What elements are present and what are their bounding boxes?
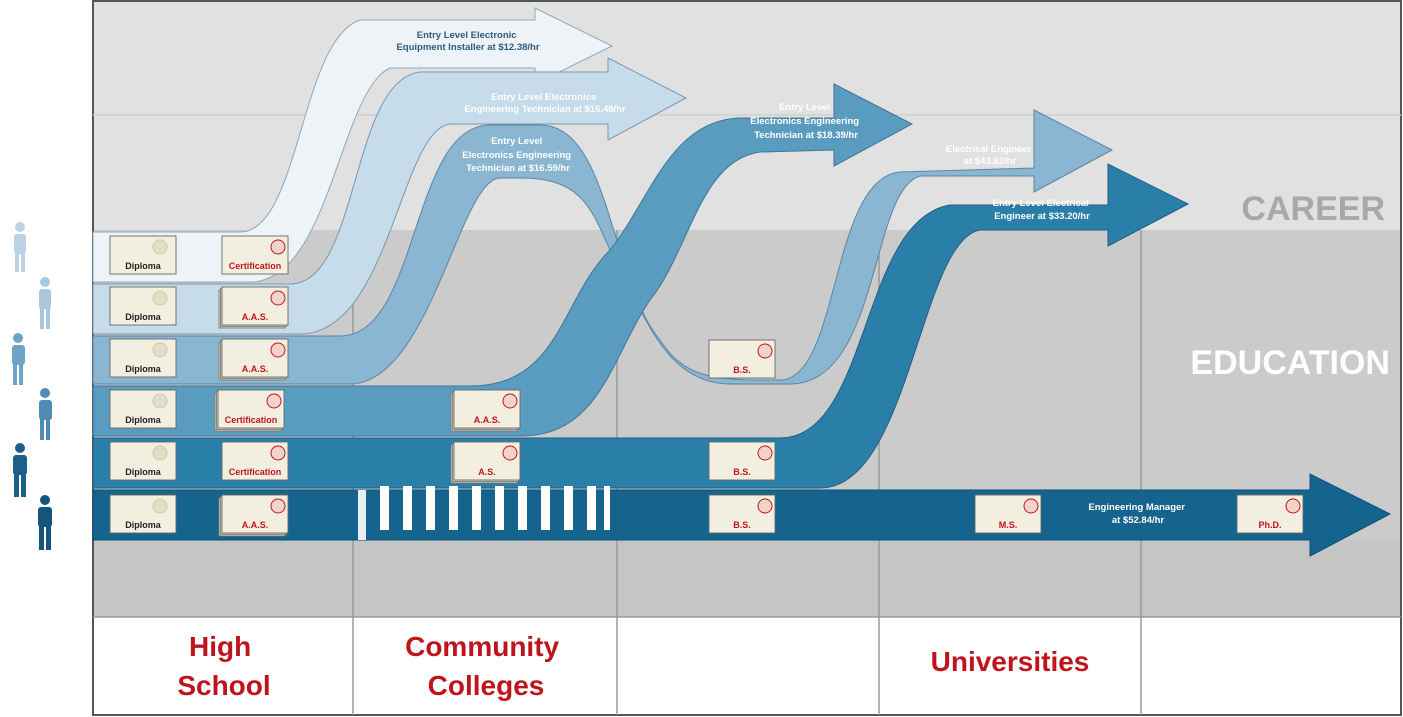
certificate-label: Diploma bbox=[125, 520, 161, 530]
seal-icon bbox=[266, 393, 282, 409]
certificate-bs-box: B.S. bbox=[708, 339, 776, 379]
path-6-career-label: Entry Level Electrical Engineer at $33.2… bbox=[993, 198, 1092, 222]
certificate-label: Diploma bbox=[125, 261, 161, 271]
certificate-aas-box: A.A.S. bbox=[218, 286, 289, 329]
certificate-diploma-box: Diploma bbox=[109, 286, 177, 326]
certificate-label: A.A.S. bbox=[242, 312, 269, 322]
person-icon bbox=[12, 333, 25, 385]
high-school-label: High School bbox=[177, 631, 270, 701]
certificate-certification-box: Certification bbox=[214, 389, 285, 432]
certificate-label: A.A.S. bbox=[242, 520, 269, 530]
certificate-diploma-box: Diploma bbox=[109, 235, 177, 275]
certificate-ms-box: M.S. bbox=[974, 494, 1042, 534]
certificate-label: Diploma bbox=[125, 364, 161, 374]
path-2-band bbox=[92, 57, 688, 335]
certificate-bs-box: B.S. bbox=[708, 441, 776, 481]
path-4-career-label: Entry Level Electronics Engineering Tech… bbox=[750, 102, 861, 141]
svg-text:Entry Level Electronic E: Entry Level Electronic Equipment Install… bbox=[396, 30, 539, 53]
seal-icon bbox=[270, 498, 286, 514]
certificate-label: Ph.D. bbox=[1258, 520, 1281, 530]
seal-icon bbox=[1023, 498, 1039, 514]
path-3-career-label: Entry Level Electronics Engineering Tech… bbox=[462, 136, 573, 174]
certificate-label: Certification bbox=[229, 467, 282, 477]
path-1-career-label: Entry Level Electronic Equipment Install… bbox=[396, 30, 539, 53]
path-5-band bbox=[92, 163, 1190, 489]
certificate-label: A.S. bbox=[478, 467, 496, 477]
person-icon bbox=[39, 388, 52, 440]
svg-text:Entry Level Electrical E: Entry Level Electrical Engineer at $33.2… bbox=[993, 198, 1092, 222]
seal-icon bbox=[757, 343, 773, 359]
path-4-band bbox=[92, 83, 914, 437]
seal-icon bbox=[152, 290, 168, 306]
person-icon bbox=[38, 495, 52, 550]
svg-text:Engineering Manager at $: Engineering Manager at $52.84/hr bbox=[1088, 502, 1187, 526]
certificate-diploma-box: Diploma bbox=[109, 338, 177, 378]
seal-icon bbox=[1285, 498, 1301, 514]
svg-text:Entry Level Electronics: Entry Level Electronics Engineering Tech… bbox=[464, 92, 626, 115]
certificate-diploma-box: Diploma bbox=[109, 441, 177, 481]
certificate-label: Certification bbox=[229, 261, 282, 271]
lower-band-background bbox=[93, 540, 1401, 617]
person-icon bbox=[39, 277, 51, 329]
seal-icon bbox=[270, 290, 286, 306]
seal-icon bbox=[270, 342, 286, 358]
certificate-aas-box: A.A.S. bbox=[218, 338, 289, 381]
education-zone-label: EDUCATION bbox=[1190, 344, 1390, 382]
community-colleges-label: Community Colleges bbox=[405, 631, 567, 701]
path-3-band bbox=[92, 109, 1114, 385]
svg-text:Electrical Engineer at $: Electrical Engineer at $43.82/hr bbox=[946, 144, 1034, 167]
certificate-certification-box: Certification bbox=[221, 235, 289, 275]
community-college-dashes bbox=[358, 486, 610, 540]
seal-icon bbox=[152, 239, 168, 255]
seal-icon bbox=[757, 445, 773, 461]
certificate-certification-box: Certification bbox=[221, 441, 289, 481]
seal-icon bbox=[270, 445, 286, 461]
svg-text:Entry Level Electronics: Entry Level Electronics Engineering Tech… bbox=[750, 102, 861, 141]
seal-icon bbox=[502, 393, 518, 409]
certificate-as-box: A.S. bbox=[450, 441, 521, 484]
certificate-diploma-box: Diploma bbox=[109, 389, 177, 429]
certificate-label: Diploma bbox=[125, 415, 161, 425]
certificate-bs-box: B.S. bbox=[708, 494, 776, 534]
path-2-career-label: Entry Level Electronics Engineering Tech… bbox=[464, 92, 626, 115]
universities-label: Universities bbox=[931, 646, 1090, 677]
svg-text:Entry Level Electronics: Entry Level Electronics Engineering Tech… bbox=[462, 136, 573, 174]
seal-icon bbox=[502, 445, 518, 461]
certificate-label: Diploma bbox=[125, 312, 161, 322]
certificate-label: B.S. bbox=[733, 520, 751, 530]
certificate-label: B.S. bbox=[733, 365, 751, 375]
engineering-manager-label: Engineering Manager at $52.84/hr bbox=[1088, 502, 1187, 526]
people-icons bbox=[12, 222, 52, 550]
certificate-aas-box: A.A.S. bbox=[450, 389, 521, 432]
career-zone-label: CAREER bbox=[1241, 190, 1385, 228]
seal-icon bbox=[757, 498, 773, 514]
seal-icon bbox=[152, 393, 168, 409]
certificate-phd-box: Ph.D. bbox=[1236, 494, 1304, 534]
certificate-aas-box: A.A.S. bbox=[218, 494, 289, 537]
certificate-label: A.A.S. bbox=[242, 364, 269, 374]
seal-icon bbox=[152, 342, 168, 358]
path-5-career-label: Electrical Engineer at $43.82/hr bbox=[946, 144, 1034, 167]
person-icon bbox=[13, 443, 27, 497]
certificate-label: Certification bbox=[225, 415, 278, 425]
certificate-label: M.S. bbox=[999, 520, 1018, 530]
certificate-label: Diploma bbox=[125, 467, 161, 477]
seal-icon bbox=[270, 239, 286, 255]
institution-strip bbox=[93, 617, 1401, 715]
certificate-diploma-box: Diploma bbox=[109, 494, 177, 534]
certificate-label: B.S. bbox=[733, 467, 751, 477]
seal-icon bbox=[152, 498, 168, 514]
person-icon bbox=[14, 222, 26, 272]
certificate-label: A.A.S. bbox=[474, 415, 501, 425]
seal-icon bbox=[152, 445, 168, 461]
